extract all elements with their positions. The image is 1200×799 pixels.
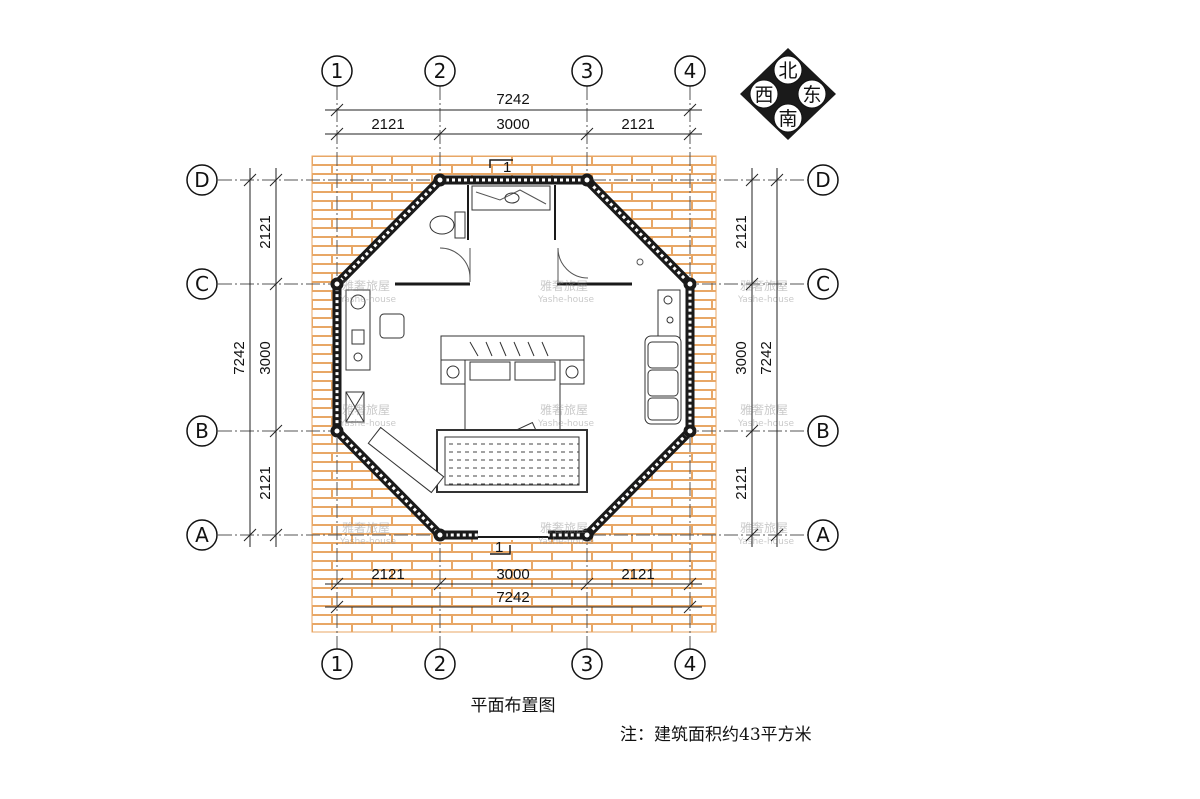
compass-north: 北: [778, 60, 797, 82]
svg-text:Yashe-house: Yashe-house: [737, 537, 795, 547]
svg-text:雅奢旅屋: 雅奢旅屋: [740, 520, 788, 535]
svg-text:Yashe-house: Yashe-house: [537, 419, 595, 429]
dimension-left: [243, 168, 283, 547]
axis-col-3-bottom: 3: [581, 652, 594, 676]
dim-top-right: 2121: [621, 116, 654, 133]
axis-col-4-top: 4: [684, 59, 697, 83]
area-note: 注：建筑面积约43平方米: [620, 725, 812, 745]
svg-text:Yashe-house: Yashe-house: [339, 419, 397, 429]
dim-right-top: 2121: [733, 215, 750, 248]
bed: [440, 335, 585, 455]
svg-text:雅奢旅屋: 雅奢旅屋: [740, 402, 788, 417]
svg-text:雅奢旅屋: 雅奢旅屋: [342, 278, 390, 293]
section-mark-bottom-label: 1: [495, 539, 503, 556]
dim-left-middle: 3000: [257, 341, 274, 374]
axis-col-3-top: 3: [581, 59, 594, 83]
svg-text:Yashe-house: Yashe-house: [537, 295, 595, 305]
compass-east: 东: [802, 84, 821, 106]
axis-row-d-right: D: [815, 168, 830, 192]
desk-area: [345, 289, 445, 494]
svg-text:雅奢旅屋: 雅奢旅屋: [540, 520, 588, 535]
column-axis-markers: [321, 55, 706, 680]
axis-row-b-right: B: [816, 419, 830, 443]
axis-col-4-bottom: 4: [684, 652, 697, 676]
svg-text:Yashe-house: Yashe-house: [339, 537, 397, 547]
watermarks: 雅奢旅屋 Yashe-house 雅奢旅屋 Yashe-house 雅奢旅屋 Yash…: [339, 278, 795, 547]
axis-row-b-left: B: [195, 419, 209, 443]
svg-text:雅奢旅屋: 雅奢旅屋: [740, 278, 788, 293]
entrance-door: [478, 530, 548, 540]
sofa-area: [644, 289, 682, 425]
dim-top-total: 7242: [496, 91, 529, 108]
rug: [436, 429, 588, 493]
svg-text:Yashe-house: Yashe-house: [737, 419, 795, 429]
svg-text:雅奢旅屋: 雅奢旅屋: [342, 402, 390, 417]
axis-row-d-left: D: [194, 168, 209, 192]
compass: [740, 48, 836, 140]
axis-col-2-bottom: 2: [434, 652, 447, 676]
section-mark-top-label: 1: [503, 159, 511, 176]
dim-right-middle: 3000: [733, 341, 750, 374]
dimension-top: [325, 103, 702, 141]
axis-row-c-left: C: [195, 272, 209, 296]
dim-left-top: 2121: [257, 215, 274, 248]
dimension-bottom: [325, 577, 702, 614]
dim-bottom-middle: 3000: [496, 566, 529, 583]
dim-bottom-right: 2121: [621, 566, 654, 583]
axis-col-1-bottom: 1: [331, 652, 344, 676]
section-mark-bottom: 1: [490, 539, 511, 556]
row-axis-markers: [186, 164, 839, 551]
axis-row-c-right: C: [816, 272, 830, 296]
dimension-right: [745, 168, 784, 547]
svg-text:雅奢旅屋: 雅奢旅屋: [342, 520, 390, 535]
dim-bottom-total: 7242: [496, 589, 529, 606]
svg-text:Yashe-house: Yashe-house: [737, 295, 795, 305]
axis-row-a-left: A: [195, 523, 209, 547]
bathroom: [395, 185, 644, 286]
dim-right-total: 7242: [758, 341, 775, 374]
svg-text:Yashe-house: Yashe-house: [339, 295, 397, 305]
drawing-title: 平面布置图: [471, 696, 556, 716]
compass-south: 南: [778, 108, 797, 130]
axis-col-1-top: 1: [331, 59, 344, 83]
dim-bottom-left: 2121: [371, 566, 404, 583]
section-mark-top: 1: [489, 159, 513, 176]
dim-top-middle: 3000: [496, 116, 529, 133]
compass-west: 西: [754, 84, 773, 106]
svg-text:雅奢旅屋: 雅奢旅屋: [540, 278, 588, 293]
dim-right-bottom: 2121: [733, 466, 750, 499]
dim-top-left: 2121: [371, 116, 404, 133]
svg-text:Yashe-house: Yashe-house: [537, 537, 595, 547]
axis-row-a-right: A: [816, 523, 830, 547]
dim-left-bottom: 2121: [257, 466, 274, 499]
svg-text:雅奢旅屋: 雅奢旅屋: [540, 402, 588, 417]
dim-left-total: 7242: [231, 341, 248, 374]
axis-col-2-top: 2: [434, 59, 447, 83]
